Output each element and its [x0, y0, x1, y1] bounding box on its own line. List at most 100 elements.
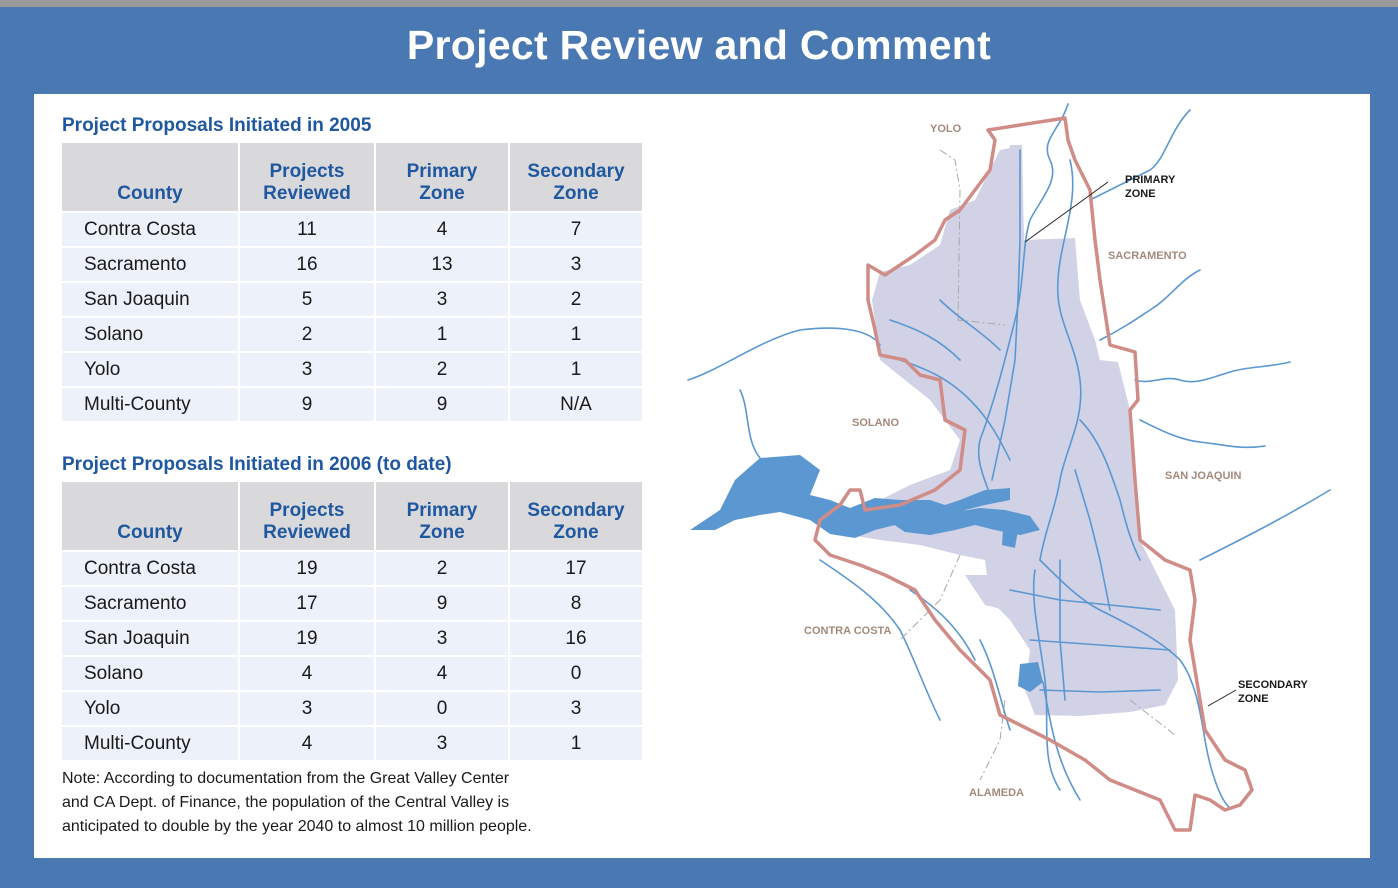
cell-primary: 0 — [375, 690, 510, 726]
american-river — [1089, 109, 1191, 201]
aqueduct — [1042, 681, 1081, 801]
frank-tract — [1002, 528, 1018, 548]
label-primary-zone-2: ZONE — [1125, 188, 1156, 200]
cell-county: Yolo — [62, 351, 240, 387]
table-row: Contra Costa 19 2 17 — [62, 550, 642, 586]
county-lines — [899, 149, 1176, 781]
cell-county: San Joaquin — [62, 620, 240, 656]
deep-water-channel — [991, 149, 1021, 481]
cell-county: Multi-County — [62, 725, 240, 760]
cell-reviewed: 2 — [239, 316, 376, 352]
primary-zone-leader — [1024, 181, 1109, 243]
table-row: Sacramento 17 9 8 — [62, 585, 642, 621]
cell-secondary: 2 — [509, 281, 642, 317]
calaveras-river — [1139, 419, 1266, 449]
cell-primary: 3 — [375, 725, 510, 760]
clifton-court-forebay — [1018, 662, 1043, 692]
cell-county: San Joaquin — [62, 281, 240, 317]
cell-secondary: 0 — [509, 655, 642, 691]
label-yolo: YOLO — [930, 123, 962, 135]
cell-secondary: 1 — [509, 316, 642, 352]
middle-river — [1059, 559, 1066, 701]
cell-reviewed: 16 — [239, 246, 376, 282]
label-secondary-zone-1: SECONDARY — [1238, 679, 1309, 691]
cell-reviewed: 5 — [239, 281, 376, 317]
cell-primary: 9 — [375, 585, 510, 621]
san-joaquin-river — [1039, 559, 1231, 809]
cell-primary: 4 — [375, 211, 510, 247]
table-row: San Joaquin 5 3 2 — [62, 281, 642, 317]
cell-reviewed: 17 — [239, 585, 376, 621]
cell-secondary: 1 — [509, 725, 642, 760]
primary-zone-west-lobe — [965, 575, 1005, 610]
label-alameda: ALAMEDA — [969, 787, 1024, 799]
cell-county: Yolo — [62, 690, 240, 726]
label-secondary-zone-2: ZONE — [1238, 693, 1269, 705]
table-row: Multi-County 4 3 1 — [62, 725, 642, 760]
napa-river — [739, 389, 761, 459]
cell-primary: 9 — [375, 386, 510, 421]
slough-7 — [1029, 639, 1171, 651]
cell-secondary: 17 — [509, 550, 642, 586]
sacramento-river-east — [1039, 159, 1082, 561]
slough-6 — [1009, 589, 1161, 611]
cell-county: Sacramento — [62, 585, 240, 621]
table-row: Contra Costa 11 4 7 — [62, 211, 642, 247]
sacramento-river — [977, 103, 1069, 496]
putah-creek — [687, 327, 881, 381]
population-note: Note: According to documentation from th… — [62, 767, 662, 839]
cell-reviewed: 4 — [239, 655, 376, 691]
top-strip — [0, 0, 1398, 7]
cell-county: Contra Costa — [62, 550, 240, 586]
cell-reviewed: 19 — [239, 620, 376, 656]
cell-reviewed: 4 — [239, 725, 376, 760]
cell-county: Contra Costa — [62, 211, 240, 247]
walnut-creek — [819, 559, 941, 721]
rivers — [687, 103, 1331, 809]
cell-county: Solano — [62, 316, 240, 352]
cell-primary: 13 — [375, 246, 510, 282]
cell-primary: 4 — [375, 655, 510, 691]
table-2006-title: Project Proposals Initiated in 2006 (to … — [62, 454, 452, 475]
cell-primary: 1 — [375, 316, 510, 352]
cell-primary: 2 — [375, 550, 510, 586]
note-line: and CA Dept. of Finance, the population … — [62, 794, 510, 811]
cell-primary: 3 — [375, 620, 510, 656]
cell-secondary: 3 — [509, 246, 642, 282]
cell-reviewed: 3 — [239, 690, 376, 726]
cell-secondary: 3 — [509, 690, 642, 726]
table-row: Multi-County 9 9 N/A — [62, 386, 642, 421]
delta-river-channel — [890, 508, 1040, 535]
slough-2 — [889, 319, 961, 361]
cell-primary: 2 — [375, 351, 510, 387]
mokelumne-river — [1134, 361, 1291, 383]
old-river — [1032, 569, 1061, 791]
marsh-creek — [979, 639, 1011, 731]
cell-secondary: 7 — [509, 211, 642, 247]
kirker-creek — [909, 589, 976, 661]
table-row: Yolo 3 0 3 — [62, 690, 642, 726]
note-line: anticipated to double by the year 2040 t… — [62, 818, 532, 835]
secondary-zone-boundary — [813, 116, 1254, 832]
secondary-zone-leader — [1207, 689, 1237, 707]
delta-map: YOLO SACRAMENTO SOLANO SAN JOAQUIN CONTR… — [687, 103, 1331, 832]
table-row: San Joaquin 19 3 16 — [62, 620, 642, 656]
slough-5 — [1074, 469, 1111, 611]
slough-8 — [1039, 689, 1161, 693]
cell-reviewed: 9 — [239, 386, 376, 421]
stanislaus-river — [1199, 489, 1331, 561]
cosumnes-river — [1099, 269, 1201, 341]
cell-secondary: 8 — [509, 585, 642, 621]
primary-zone-area — [850, 145, 1178, 716]
cell-reviewed: 3 — [239, 351, 376, 387]
table-2005-title: Project Proposals Initiated in 2005 — [62, 115, 372, 136]
